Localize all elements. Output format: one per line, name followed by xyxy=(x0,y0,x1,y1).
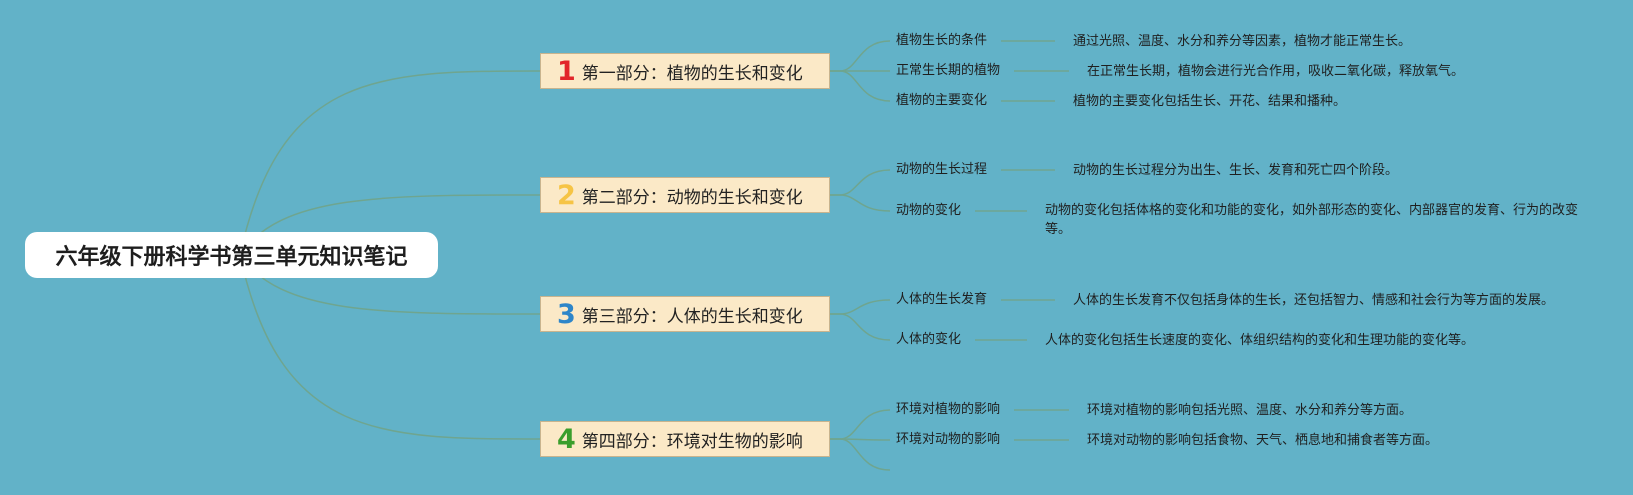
leaf-desc-1-1: 通过光照、温度、水分和养分等因素，植物才能正常生长。 xyxy=(1073,33,1412,49)
branch-number-1: 1 xyxy=(557,55,576,87)
connector-branch-2-leaf-1 xyxy=(830,169,891,196)
branch-number-2: 2 xyxy=(557,179,576,211)
connector-branch-1-leaf-1 xyxy=(830,40,891,72)
branch-number-3: 3 xyxy=(557,298,576,330)
leaf-node-2-2[interactable]: 动物的变化 xyxy=(896,203,962,218)
leaf-desc-1-3: 植物的主要变化包括生长、开花、结果和播种。 xyxy=(1073,93,1347,109)
leaf-desc-3-1: 人体的生长发育不仅包括身体的生长，还包括智力、情感和社会行为等方面的发展。 xyxy=(1073,292,1555,308)
connector-branch-4-empty-stub xyxy=(830,438,891,471)
leaf-node-1-2[interactable]: 正常生长期的植物 xyxy=(896,63,1001,78)
leaf-node-4-1[interactable]: 环境对植物的影响 xyxy=(896,402,1001,417)
leaf-desc-4-2: 环境对动物的影响包括食物、天气、栖息地和捕食者等方面。 xyxy=(1087,432,1439,448)
leaf-node-3-2[interactable]: 人体的变化 xyxy=(896,332,962,347)
leaf-desc-2-2: 动物的变化包括体格的变化和功能的变化，如外部形态的变化、内部器官的发育、行为的改… xyxy=(1045,203,1579,237)
connector-root-to-branch-4 xyxy=(239,254,541,440)
connector-branch-4-leaf-1 xyxy=(830,409,891,440)
connector-branch-2-leaf-2 xyxy=(830,194,891,212)
leaf-node-1-1[interactable]: 植物生长的条件 xyxy=(896,33,988,48)
connector-root-to-branch-1 xyxy=(239,70,541,256)
branch-label-3: 第三部分：人体的生长和变化 xyxy=(581,306,803,327)
connector-branch-1-leaf-3 xyxy=(830,70,891,102)
leaf-node-1-3[interactable]: 植物的主要变化 xyxy=(896,93,988,108)
root-node-title[interactable]: 六年级下册科学书第三单元知识笔记 xyxy=(25,232,438,278)
leaf-desc-2-1: 动物的生长过程分为出生、生长、发育和死亡四个阶段。 xyxy=(1073,162,1399,178)
leaf-desc-1-2: 在正常生长期，植物会进行光合作用，吸收二氧化碳，释放氧气。 xyxy=(1087,63,1465,79)
leaf-desc-4-1: 环境对植物的影响包括光照、温度、水分和养分等方面。 xyxy=(1087,402,1413,418)
branch-label-4: 第四部分：环境对生物的影响 xyxy=(581,431,803,452)
branch-label-2: 第二部分：动物的生长和变化 xyxy=(581,187,803,208)
leaf-desc-3-2: 人体的变化包括生长速度的变化、体组织结构的变化和生理功能的变化等。 xyxy=(1045,332,1475,348)
leaf-node-4-2[interactable]: 环境对动物的影响 xyxy=(896,432,1001,447)
leaf-node-2-1[interactable]: 动物的生长过程 xyxy=(896,162,988,177)
branch-label-1: 第一部分：植物的生长和变化 xyxy=(581,63,803,84)
connector-branch-3-leaf-2 xyxy=(830,313,891,341)
leaf-node-3-1[interactable]: 人体的生长发育 xyxy=(896,292,988,307)
branch-number-4: 4 xyxy=(557,423,576,455)
connector-branch-3-leaf-1 xyxy=(830,299,891,315)
